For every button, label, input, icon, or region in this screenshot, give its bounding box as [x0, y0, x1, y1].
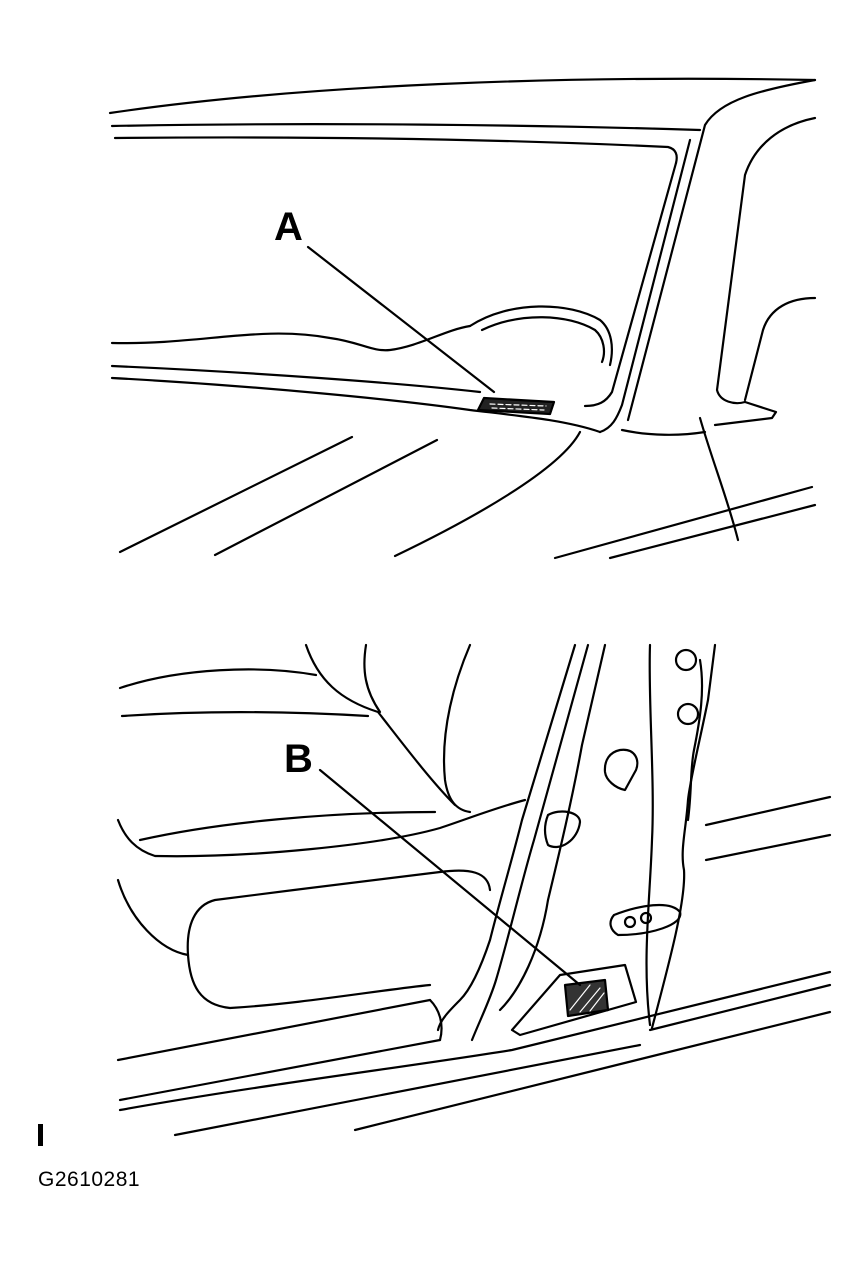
- door-window: [715, 116, 817, 405]
- door-edge: [698, 416, 740, 542]
- striker-bracket: [603, 748, 639, 792]
- door-sill-view: [116, 643, 832, 1137]
- bolt-2: [676, 702, 700, 726]
- roof-inner-line: [110, 123, 702, 132]
- fender-line-2: [608, 503, 817, 560]
- leader-line-a: [306, 245, 496, 394]
- mirror-base: [713, 400, 778, 427]
- rear-seat-line: [120, 711, 370, 718]
- sill-line-2: [118, 1038, 442, 1102]
- bolt-1: [674, 648, 698, 672]
- latch-plate: [543, 810, 582, 848]
- sill-corner: [428, 998, 443, 1042]
- rear-seat-top: [118, 668, 318, 690]
- a-pillar-outer: [626, 78, 817, 422]
- seat-back-rear: [442, 643, 472, 814]
- fender-line-1: [553, 485, 814, 560]
- body-line-1: [704, 795, 832, 827]
- windshield-top: [113, 136, 678, 165]
- door-frame-edge: [650, 643, 717, 1030]
- hinge-plate: [609, 903, 682, 937]
- hood-line-3: [393, 430, 582, 558]
- hood-line-1: [118, 435, 354, 554]
- reference-tick: [38, 1124, 43, 1146]
- sill-line-1: [116, 998, 432, 1062]
- steering-wheel-outer: [468, 305, 613, 367]
- steering-wheel-inner: [480, 316, 606, 364]
- dashboard-top: [110, 324, 472, 352]
- dashboard-view: [108, 77, 817, 560]
- dashboard-front-edge: [110, 364, 482, 394]
- label-plate-b: [563, 978, 610, 1018]
- seat-side: [116, 878, 190, 957]
- door-frame-inner: [686, 658, 704, 822]
- sill-line-3: [118, 970, 832, 1112]
- seat-cushion-seam: [138, 810, 437, 842]
- seat-cushion-top: [116, 798, 527, 858]
- b-pillar-face: [498, 643, 607, 1012]
- vin-plate-a-texture: [489, 403, 547, 411]
- seat-back-silhouette: [743, 296, 817, 402]
- dashboard-lower-edge: [110, 376, 602, 434]
- a-pillar-mid: [598, 138, 692, 434]
- body-line-3: [648, 983, 832, 1032]
- seat-back-seam: [363, 643, 382, 714]
- figure-id: G2610281: [38, 1168, 141, 1191]
- body-line-2: [704, 833, 832, 862]
- a-pillar-inner: [583, 161, 678, 408]
- sill-line-4: [173, 1043, 642, 1137]
- b-pillar-rear: [645, 643, 654, 1027]
- hinge-bolt-2: [639, 911, 653, 925]
- label-housing-b: [510, 963, 638, 1037]
- roof-line: [108, 77, 817, 115]
- seat-cushion-front: [186, 869, 492, 957]
- label-plate-b-texture: [569, 984, 605, 1013]
- leader-line-b: [318, 768, 582, 987]
- cowl-line: [620, 428, 707, 436]
- b-pillar-front-edge: [436, 643, 577, 1032]
- callout-a: A: [274, 205, 303, 249]
- hood-line-2: [213, 438, 439, 557]
- seat-cushion-bottom: [186, 953, 432, 1010]
- callout-b: B: [284, 737, 313, 781]
- seat-back-edge: [304, 643, 457, 807]
- sill-line-5: [353, 1010, 832, 1132]
- hinge-bolt-1: [623, 915, 637, 929]
- b-pillar-front-inner: [470, 643, 590, 1042]
